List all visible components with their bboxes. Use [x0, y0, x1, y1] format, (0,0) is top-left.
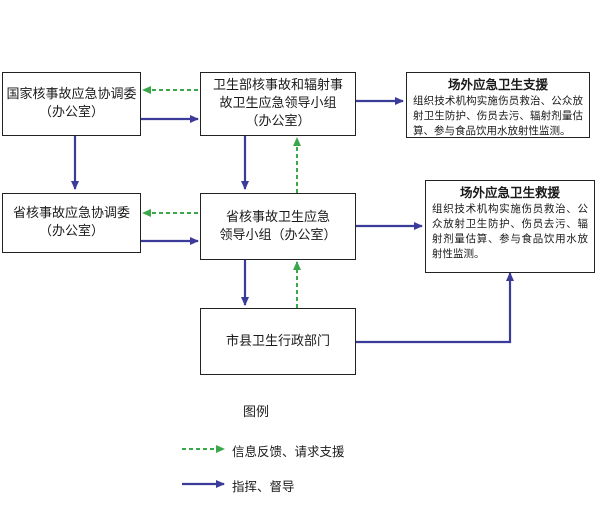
node-provincial-coordination-committee: 省核事故应急协调委 （办公室）	[2, 193, 141, 253]
node-provincial-health-group: 省核事故卫生应急 领导小组（办公室）	[200, 193, 356, 260]
node-offsite-health-rescue: 场外应急卫生救援 组织技术机构实施伤员救治、公众放射卫生防护、伤员去污、辐射剂量…	[425, 180, 595, 273]
node-label-line: 领导小组（办公室）	[219, 227, 337, 243]
node-city-county-health-dept: 市县卫生行政部门	[200, 308, 356, 375]
node-label-line: （办公室）	[245, 114, 311, 129]
node-label-line: 卫生部核事故和辐射事	[212, 78, 343, 93]
node-label-line: 省核事故应急协调委	[12, 206, 130, 221]
edge-city-to-ext-rescue	[356, 272, 514, 344]
node-national-coordination-committee: 国家核事故应急协调委 （办公室）	[2, 72, 141, 136]
node-label-line: 省核事故卫生应急	[225, 209, 330, 225]
node-label-line: 市县卫生行政部门	[225, 333, 330, 349]
node-label-line: （办公室）	[38, 105, 104, 120]
node-title: 场外应急卫生支援	[447, 77, 548, 92]
legend-command-label: 指挥、督导	[232, 479, 295, 494]
node-label-line: 故卫生应急领导小组	[219, 96, 337, 111]
node-label-line: 国家核事故应急协调委	[6, 87, 137, 102]
legend-feedback-label: 信息反馈、请求支援	[232, 444, 345, 459]
node-title: 场外应急卫生救援	[459, 185, 560, 200]
node-label-line: （办公室）	[38, 224, 104, 239]
node-description: 组织技术机构实施伤员救治、公众放射卫生防护、伤员去污、辐射剂量估算、参与食品饮用…	[432, 203, 588, 260]
node-offsite-health-support: 场外应急卫生支援 组织技术机构实施伤员救治、公众放射卫生防护、伤员去污、辐射剂量…	[406, 72, 590, 138]
legend-title: 图例	[243, 405, 270, 420]
node-description: 组织技术机构实施伤员救治、公众放射卫生防护、伤员去污、辐射剂量估算、参与食品饮用…	[413, 95, 583, 137]
node-moh-emergency-group: 卫生部核事故和辐射事 故卫生应急领导小组 （办公室）	[200, 72, 356, 136]
